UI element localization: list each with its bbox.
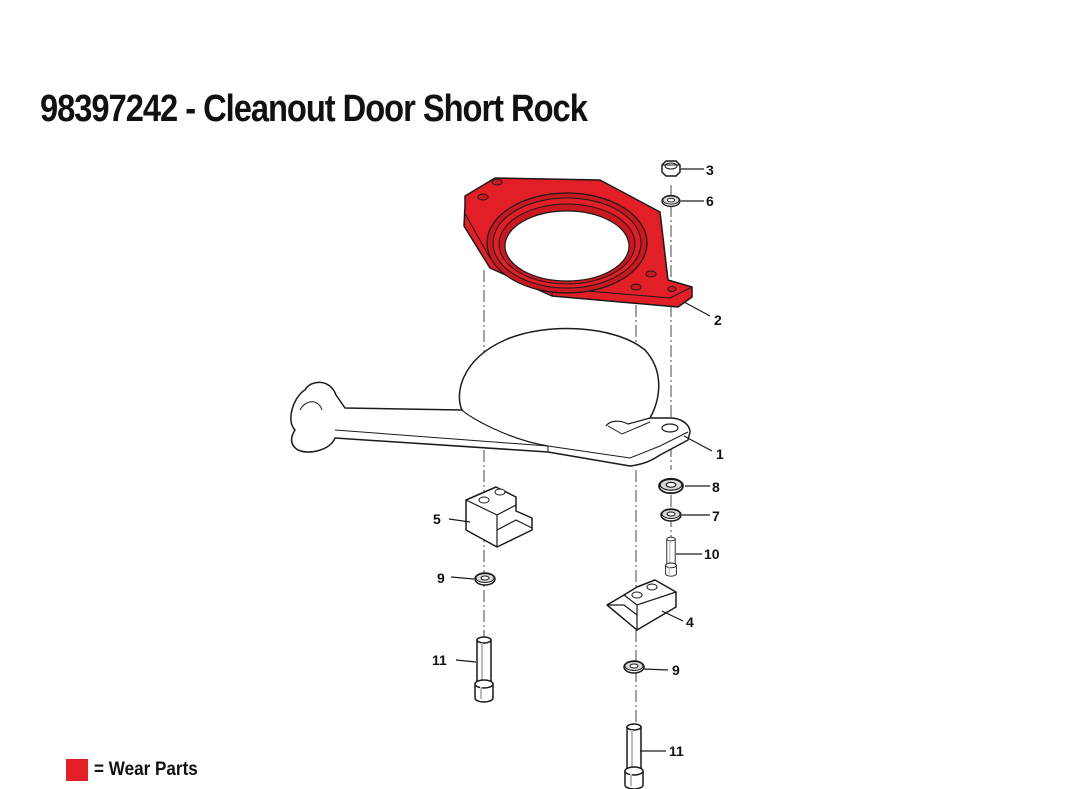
callout-number: 9 (672, 662, 680, 678)
mounting-block-part (465, 486, 533, 548)
washer-part (658, 477, 684, 495)
callout-number: 11 (669, 743, 684, 759)
hex-nut-part (661, 160, 681, 177)
callout-number: 10 (704, 546, 720, 562)
callout-number: 4 (686, 614, 694, 630)
bolt-part (624, 723, 644, 789)
wear-parts-legend: = Wear Parts (66, 758, 209, 782)
callout-number: 6 (706, 193, 714, 209)
washer-part (660, 508, 682, 522)
callout-number: 9 (437, 570, 445, 586)
legend-label: = Wear Parts (94, 759, 198, 780)
callout-number: 7 (712, 508, 720, 524)
washer-part (661, 194, 681, 208)
callout-number: 3 (706, 162, 714, 178)
washer-part (474, 572, 496, 586)
callout-number: 8 (712, 479, 720, 495)
callout-number: 2 (714, 312, 722, 328)
callout-number: 11 (432, 652, 447, 668)
callout-leaders (448, 168, 713, 752)
washer-part (623, 660, 645, 674)
callout-number: 5 (433, 511, 441, 527)
page-title: 98397242 - Cleanout Door Short Rock (40, 88, 588, 130)
bolt-part (664, 536, 678, 577)
bolt-part (474, 636, 494, 703)
wear-parts-swatch (66, 759, 88, 781)
callout-number: 1 (716, 446, 724, 462)
wear-plate-part (463, 177, 693, 308)
mounting-block-part (606, 579, 677, 631)
cleanout-door-part (290, 327, 691, 467)
